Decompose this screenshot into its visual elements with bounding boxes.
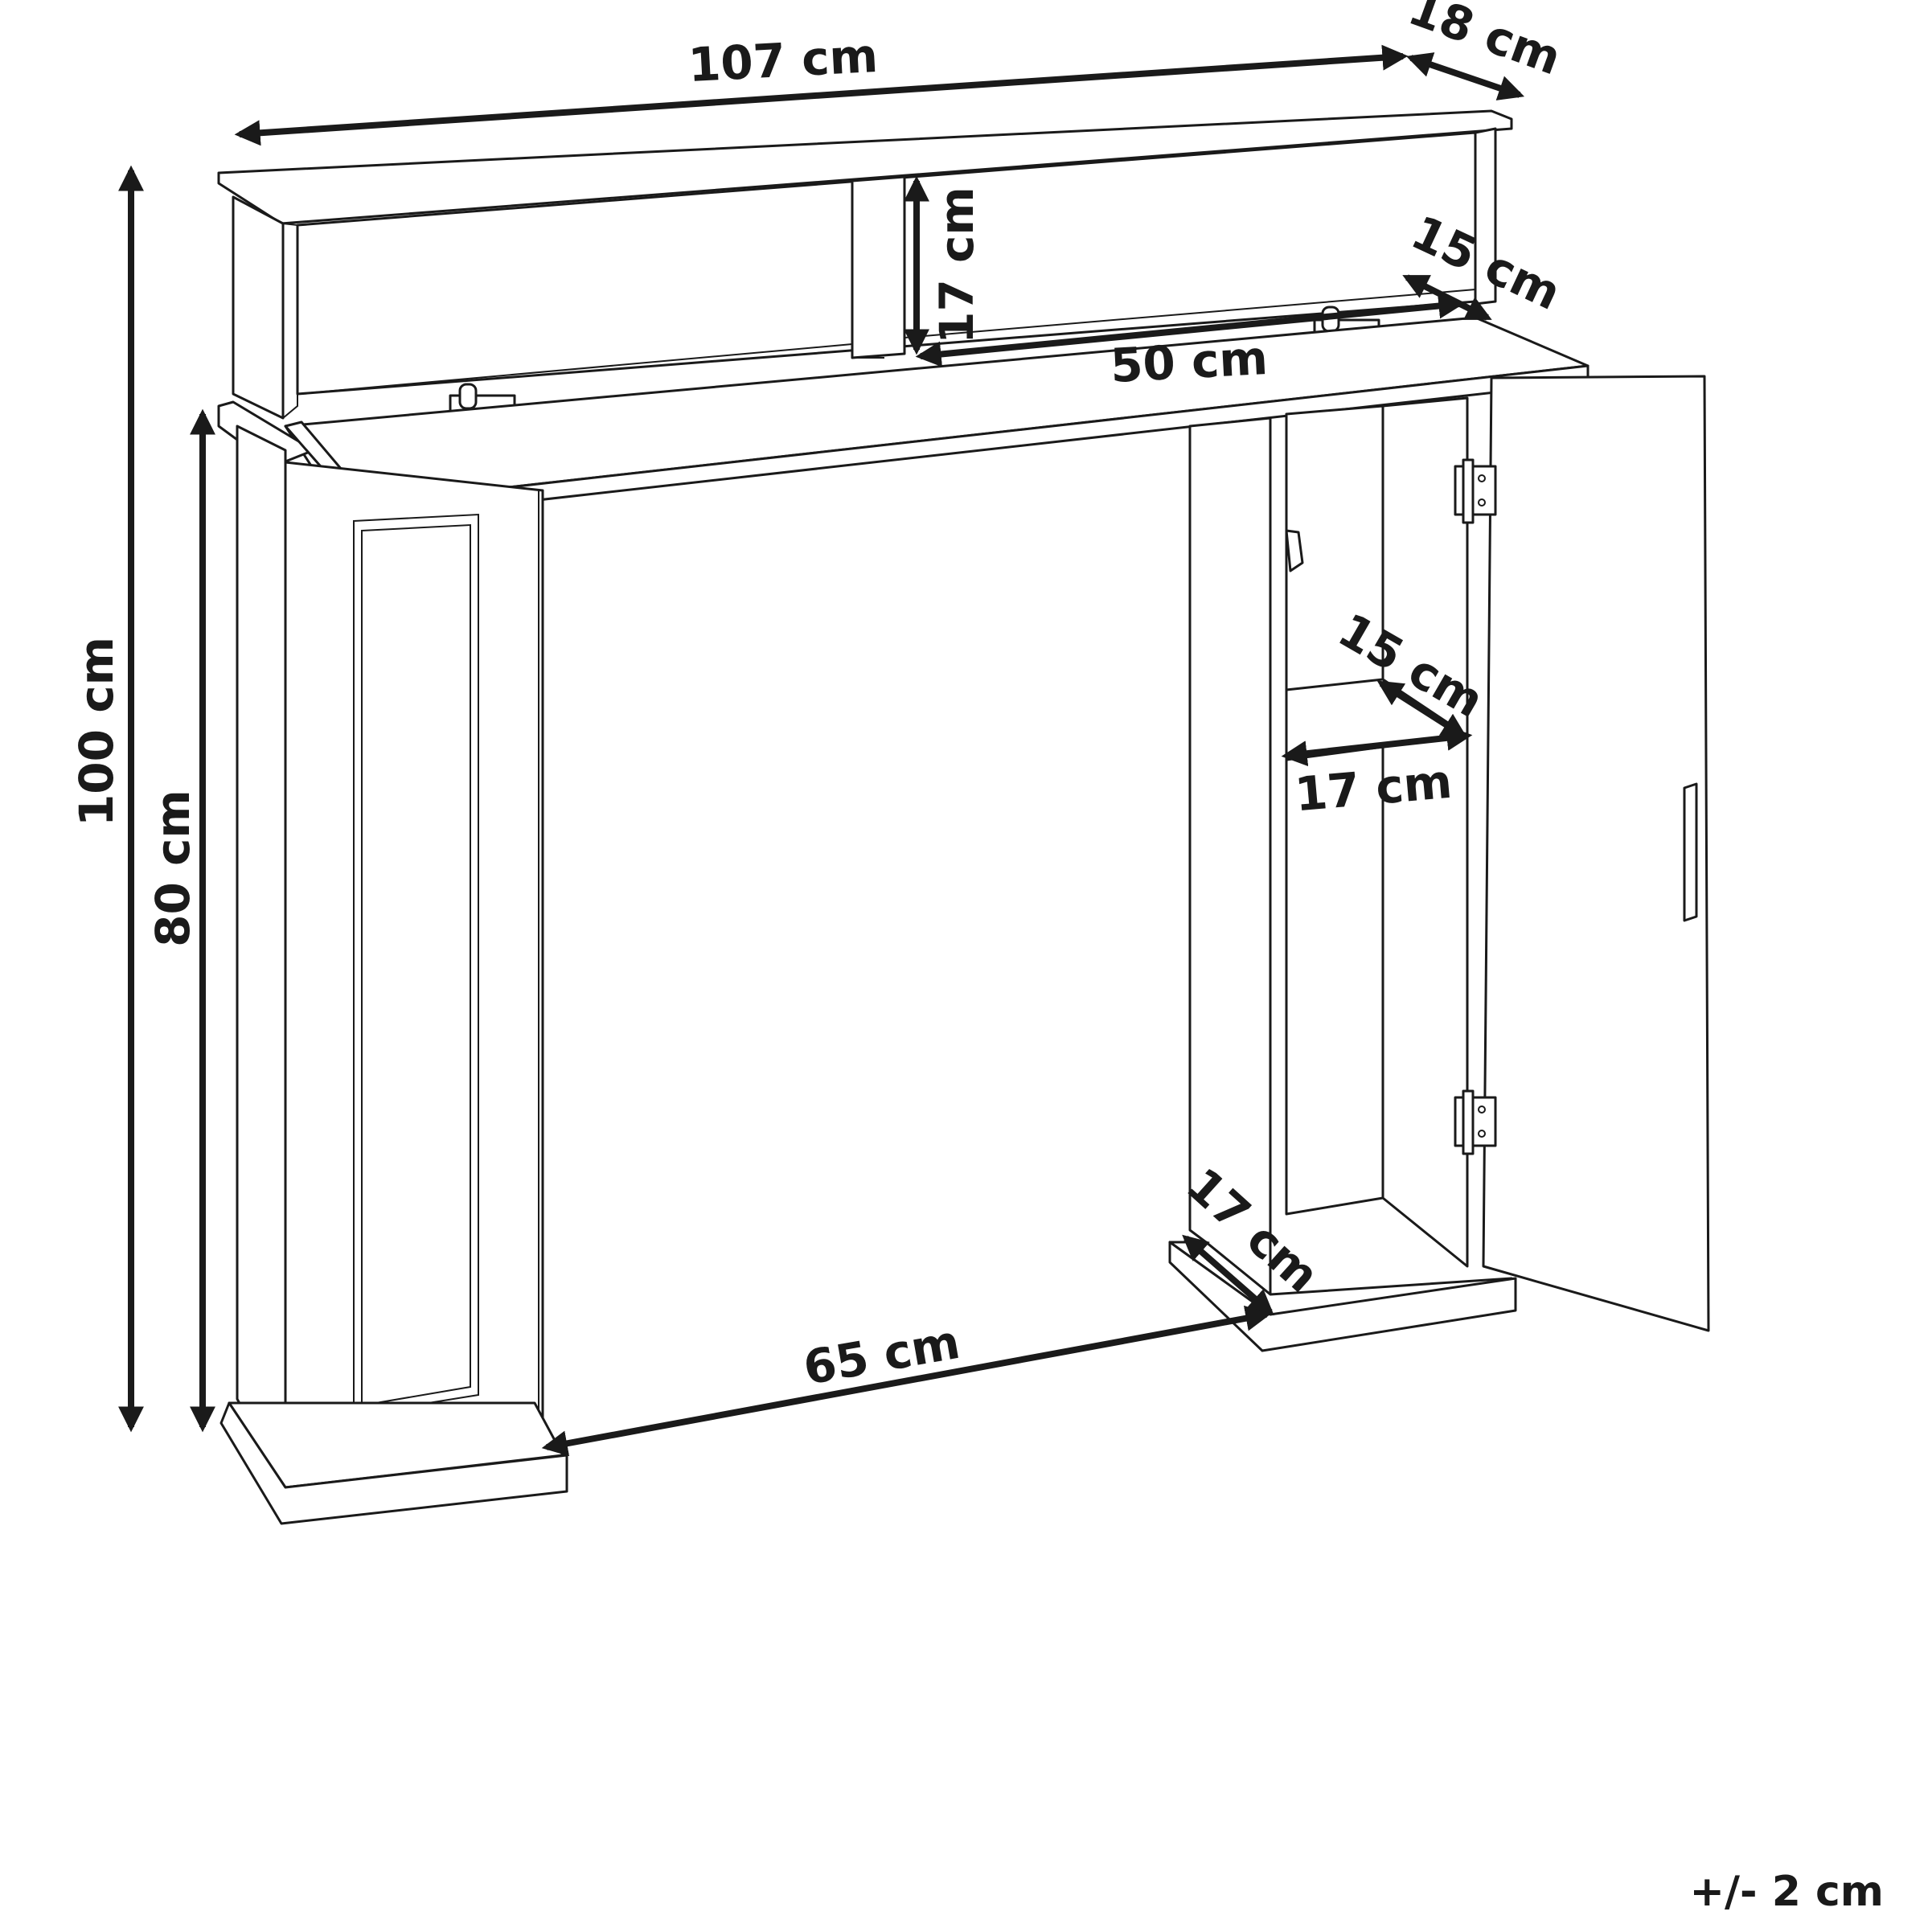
- upper-right-side: [1474, 127, 1497, 306]
- tolerance-note: +/- 2 cm: [1689, 1868, 1884, 1916]
- open-door: [1482, 375, 1710, 1332]
- label-width-107: 107 cm: [687, 28, 879, 92]
- left-pillar-front: [284, 461, 544, 1489]
- right-inner-wall: [1188, 416, 1272, 1296]
- upper-left-side: [232, 195, 285, 420]
- hinge-top: [1454, 458, 1497, 524]
- dim-line-shelf-width-50: [915, 293, 1465, 367]
- label-inner-shelf-width-17: 17 cm: [1293, 754, 1454, 822]
- hinge-bottom: [1454, 1089, 1497, 1155]
- dim-line-depth-18: [1405, 52, 1525, 100]
- label-shelf-height-17: 17 cm: [929, 187, 984, 344]
- right-compartment-floor: [1286, 1196, 1468, 1267]
- door-handle: [1683, 782, 1698, 922]
- left-pillar-panel: [353, 513, 479, 1417]
- upper-shelf-floor: [297, 343, 853, 395]
- dim-line-opening-65: [541, 1305, 1272, 1457]
- cabinet-drawing: [217, 109, 1710, 1525]
- left-ledge: [217, 400, 315, 468]
- left-pillar-side: [236, 425, 287, 1489]
- label-shelf-width-50: 50 cm: [1109, 330, 1269, 393]
- inner-handle: [1285, 529, 1304, 572]
- dim-line-leg-depth-17: [1182, 1234, 1274, 1316]
- upper-left-side-inner: [282, 223, 298, 419]
- dim-line-width-107: [234, 44, 1409, 146]
- dim-line-shelf-depth-15: [1402, 274, 1492, 321]
- upper-divider: [851, 175, 906, 359]
- label-depth-18: 18 cm: [1401, 0, 1568, 86]
- label-height-80: 80 cm: [146, 790, 200, 947]
- label-height-100: 100 cm: [69, 637, 124, 827]
- dimension-lines: [118, 44, 1525, 1457]
- dim-line-inner-shelf-width-17: [1281, 724, 1473, 767]
